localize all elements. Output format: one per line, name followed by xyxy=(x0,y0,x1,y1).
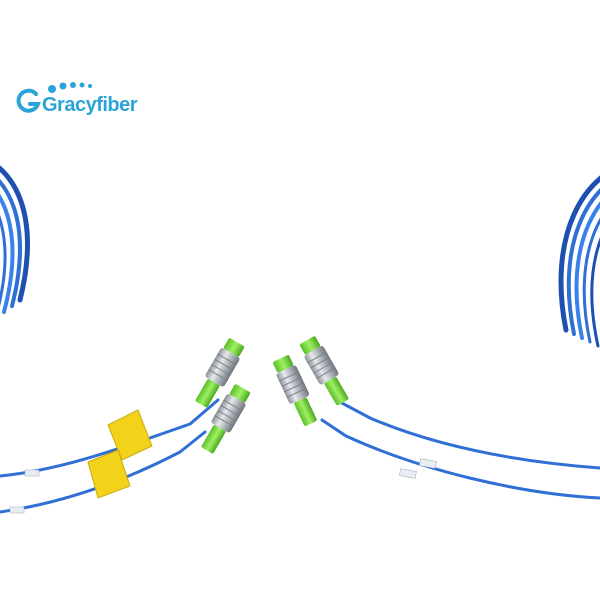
logo-dots-icon xyxy=(44,80,104,94)
brand-logo: Gracyfiber xyxy=(14,80,144,124)
left-fc-connector-upper xyxy=(195,338,245,408)
left-fc-connector-lower xyxy=(201,384,251,454)
yellow-tape-labels xyxy=(87,409,153,499)
right-patch-cables xyxy=(320,400,600,500)
left-cable-coil xyxy=(0,165,30,314)
brand-name: Gracyfiber xyxy=(42,94,138,116)
right-cable-coil xyxy=(558,175,600,348)
logo-swirl-icon xyxy=(16,88,42,114)
right-fc-connector-lower xyxy=(273,355,317,426)
right-fc-connector-upper xyxy=(299,336,349,406)
